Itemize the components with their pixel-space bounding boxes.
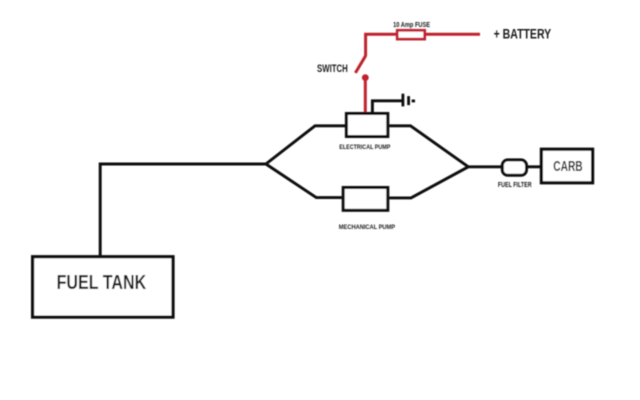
svg-text:+ BATTERY: + BATTERY: [494, 27, 552, 42]
svg-text:FUEL FILTER: FUEL FILTER: [498, 180, 532, 189]
svg-text:10 Amp FUSE: 10 Amp FUSE: [393, 22, 430, 29]
svg-text:MECHANICAL PUMP: MECHANICAL PUMP: [339, 224, 396, 231]
svg-text:CARB: CARB: [553, 159, 583, 175]
svg-text:SWITCH: SWITCH: [317, 63, 348, 75]
svg-text:FUEL TANK: FUEL TANK: [57, 272, 147, 294]
svg-text:ELECTRICAL PUMP: ELECTRICAL PUMP: [339, 144, 390, 151]
